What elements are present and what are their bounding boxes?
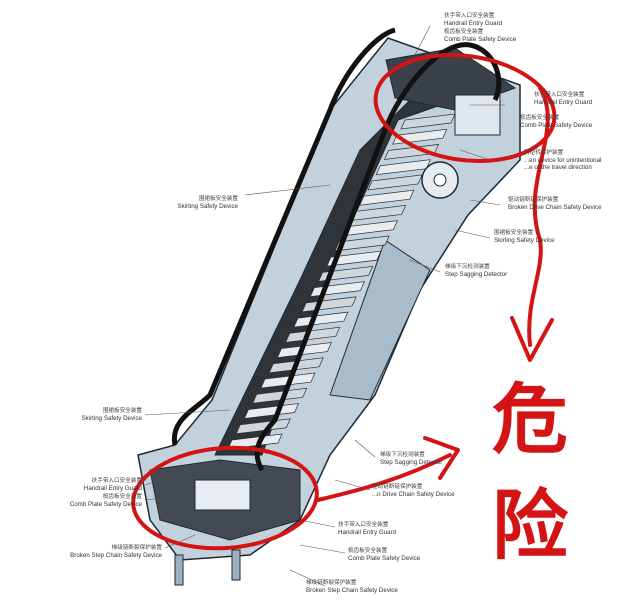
support-leg-left — [174, 554, 184, 586]
step-tread — [359, 189, 415, 206]
red-circle-top — [373, 53, 557, 163]
step-tread — [318, 265, 374, 282]
step-tread — [334, 235, 390, 252]
red-circle-bottom — [131, 445, 319, 551]
label-reversal: 防逆转保护装置...en device for unintentional...… — [524, 150, 602, 171]
label-broken-drive-chain-lower: 驱动链断链保护装置...n Drive Chain Safety Device — [372, 484, 455, 498]
support-leg-right — [231, 549, 241, 581]
red-arrow-right-head — [423, 436, 460, 480]
warning-char-2: 险 — [492, 481, 568, 570]
red-arrow-right — [316, 453, 452, 502]
upper-machine-box — [454, 94, 501, 136]
step-tread — [293, 311, 349, 328]
leader-lines — [144, 25, 505, 587]
warning-char-1: 危 — [492, 375, 568, 464]
step-tread — [252, 387, 308, 404]
step-tread — [400, 113, 456, 130]
lower-floor-plate — [194, 479, 251, 511]
step-tread — [367, 174, 423, 191]
drive-sprocket-hub — [433, 173, 447, 187]
truss-front-panel — [329, 239, 431, 401]
handrail-left — [171, 27, 396, 446]
red-arrow-down — [527, 86, 550, 347]
step-tread — [326, 250, 382, 267]
step-tread — [276, 342, 332, 358]
red-arrow-down-head — [510, 316, 554, 362]
step-tread — [285, 326, 341, 343]
handrail-right — [254, 42, 502, 472]
